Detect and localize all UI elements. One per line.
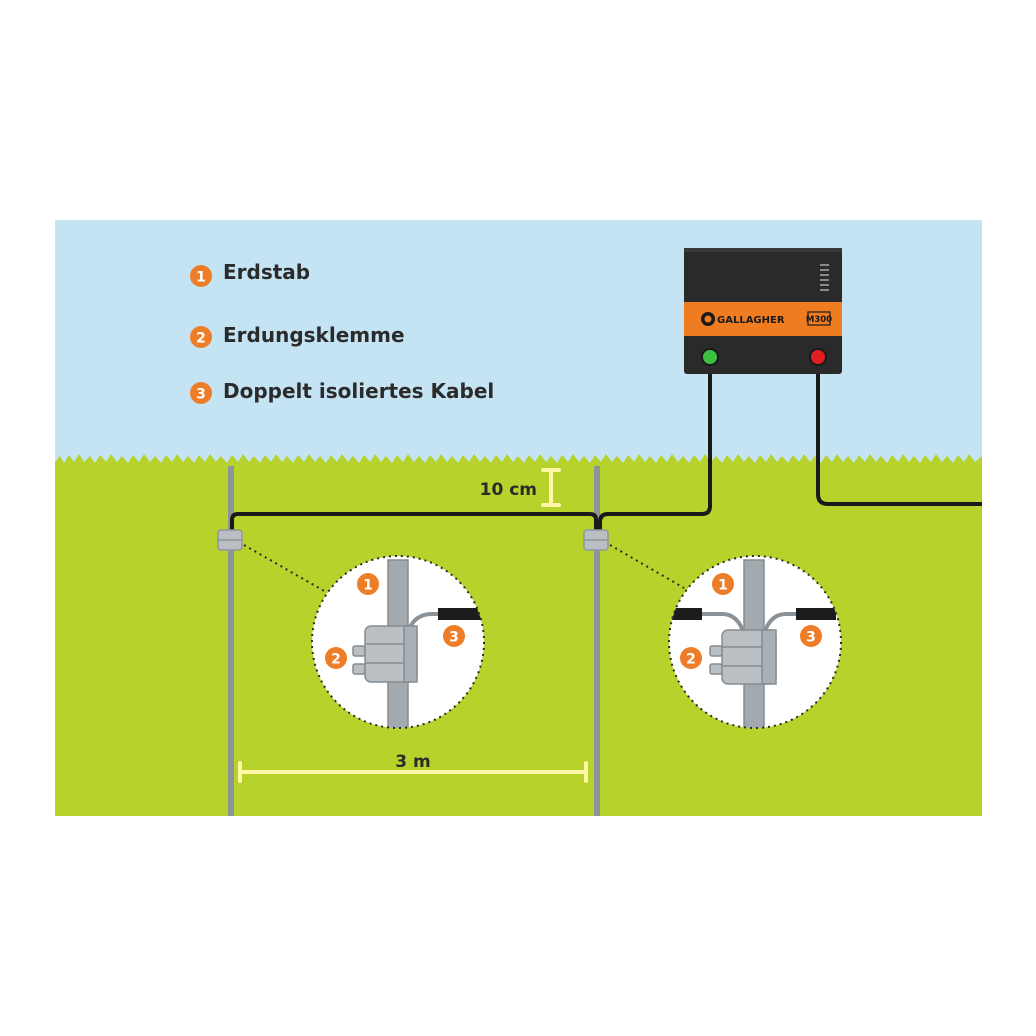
grass — [55, 454, 982, 816]
svg-text:1: 1 — [196, 270, 206, 286]
indicator-leds — [820, 264, 829, 291]
detail-circle-right — [668, 555, 842, 729]
earth-terminal-icon — [701, 348, 719, 366]
spacing-label: 3 m — [395, 752, 430, 772]
sky — [55, 220, 982, 480]
badge-left-3: 3 — [443, 625, 465, 647]
svg-text:1: 1 — [718, 578, 728, 594]
svg-text:3: 3 — [806, 630, 816, 646]
depth-label: 10 cm — [480, 480, 537, 500]
badge-right-1: 1 — [712, 573, 734, 595]
legend-item-2: 2 Erdungsklemme — [190, 323, 405, 348]
energizer-model: M300 — [806, 315, 832, 325]
leader-left — [243, 544, 327, 593]
svg-text:Doppelt isoliertes Kabel: Doppelt isoliertes Kabel — [223, 379, 494, 403]
legend-item-1: 1 Erdstab — [190, 260, 310, 287]
badge-left-1: 1 — [357, 573, 379, 595]
leader-right — [609, 544, 685, 589]
energizer-earth-cable — [598, 362, 712, 530]
fence-cable — [816, 362, 982, 506]
badge-right-3: 3 — [800, 625, 822, 647]
badge-right-2: 2 — [680, 647, 702, 669]
svg-text:2: 2 — [196, 331, 206, 347]
legend: 1 Erdstab 2 Erdungsklemme 3 Doppelt isol… — [190, 260, 494, 404]
depth-marker — [541, 468, 561, 507]
clamp-small-left — [217, 529, 243, 551]
svg-text:Erdstab: Erdstab — [223, 260, 310, 284]
fence-terminal-icon — [809, 348, 827, 366]
detail-circle-left — [311, 555, 485, 729]
clamp-small-right — [583, 529, 609, 551]
energizer: GALLAGHER M300 — [684, 248, 842, 374]
energizer-brand: GALLAGHER — [717, 315, 785, 326]
svg-text:1: 1 — [363, 578, 373, 594]
earth-rod-right — [594, 466, 600, 816]
badge-left-2: 2 — [325, 647, 347, 669]
legend-item-3: 3 Doppelt isoliertes Kabel — [190, 379, 494, 404]
spacing-marker — [238, 761, 588, 783]
svg-text:2: 2 — [686, 652, 696, 668]
earth-rod-left — [228, 466, 234, 816]
svg-text:2: 2 — [331, 652, 341, 668]
earth-cable — [230, 512, 598, 532]
svg-text:3: 3 — [196, 387, 206, 403]
svg-text:3: 3 — [449, 630, 459, 646]
svg-text:Erdungsklemme: Erdungsklemme — [223, 323, 405, 347]
